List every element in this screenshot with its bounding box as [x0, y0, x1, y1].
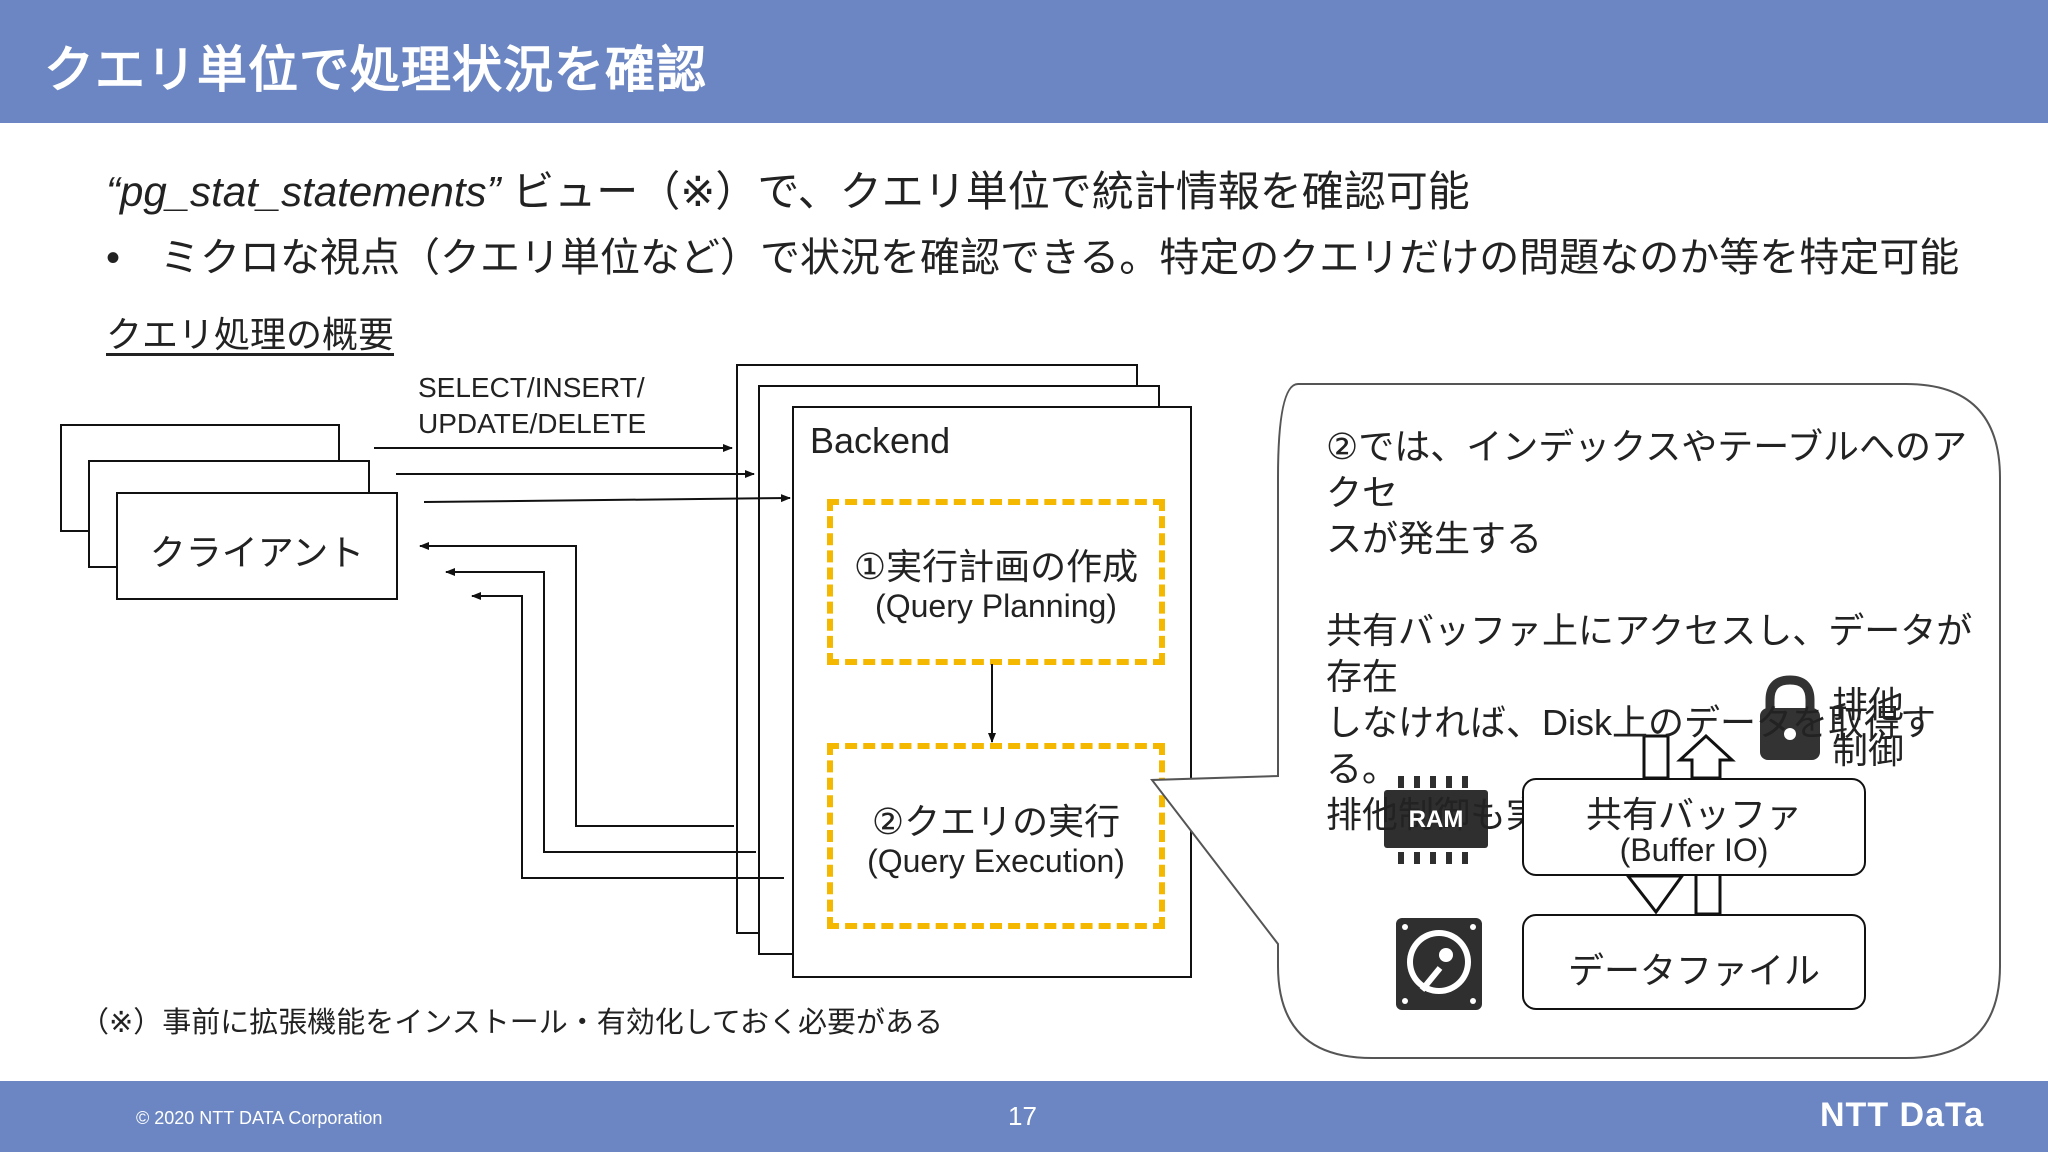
lead-sentence: “pg_stat_statements” ビュー（※）で、クエリ単位で統計情報を… [106, 158, 1470, 219]
response-arrow-1 [419, 542, 734, 827]
bullet-item: • ミクロな視点（クエリ単位など）で状況を確認できる。特定のクエリだけの問題なのか… [106, 225, 1959, 283]
query-planning-box [827, 499, 1165, 665]
diagram-subheading: クエリ処理の概要 [106, 314, 395, 355]
client-label: クライアント [149, 532, 365, 573]
lock-label-line2: 制御 [1832, 730, 1905, 771]
down-arrow-head [1624, 874, 1685, 915]
lock-icon [1760, 675, 1820, 760]
bullet-text: ミクロな視点（クエリ単位など）で状況を確認できる。特定のクエリだけの問題なのか等… [160, 236, 1960, 280]
buffer-sublabel: (Buffer IO) [1619, 832, 1769, 868]
callout-para1-line1: ②では、インデックスやテーブルへのアクセ [1326, 426, 1968, 513]
step1-subtitle: (Query Planning) [875, 588, 1117, 624]
response-arrow-3 [471, 592, 784, 879]
step1-title: ①実行計画の作成 [853, 546, 1139, 587]
ram-icon [1384, 776, 1488, 864]
down-arrow-stem [1642, 734, 1670, 780]
datafile-label: データファイル [1567, 950, 1820, 991]
callout-text: ②では、インデックスやテーブルへのアクセ スが発生する 共有バッファ上にアクセス… [1326, 424, 1986, 838]
request-arrow-3 [423, 494, 791, 503]
ram-label: RAM [1408, 806, 1464, 833]
callout-bubble [1150, 383, 2001, 1059]
backend-label: Backend [810, 420, 951, 461]
lock-label-line1: 排他 [1832, 684, 1905, 725]
callout-para1-line2: スが発生する [1326, 518, 1543, 559]
up-arrow-stem [1694, 872, 1722, 916]
callout-para2-line2: しなければ、Disk上のデータを取得する。 [1326, 702, 1936, 789]
page-number: 17 [1008, 1101, 1037, 1131]
up-arrow-head [1676, 733, 1736, 780]
query-execution-box [827, 743, 1165, 929]
sql-label-line2: UPDATE/DELETE [418, 408, 647, 439]
response-arrow-2 [445, 568, 756, 853]
view-name: “pg_stat_statements” [106, 168, 501, 215]
hard-disk-icon [1396, 918, 1482, 1010]
header-bar [0, 0, 2048, 123]
callout-para2-line1: 共有バッファ上にアクセスし、データが存在 [1326, 610, 1973, 697]
shared-buffer-box: 共有バッファ (Buffer IO) [1522, 778, 1866, 876]
callout-spacer [1326, 562, 1986, 608]
slide-title: クエリ単位で処理状況を確認 [44, 42, 707, 98]
sql-label-line1: SELECT/INSERT/ [418, 372, 645, 403]
datafile-box: データファイル [1522, 914, 1866, 1010]
ntt-data-logo: NTT DaTa [1820, 1096, 1985, 1134]
lead-text: ビュー（※）で、クエリ単位で統計情報を確認可能 [500, 168, 1470, 215]
footnote: （※）事前に拡張機能をインストール・有効化しておく必要がある [80, 1007, 943, 1039]
buffer-label: 共有バッファ [1585, 794, 1802, 835]
step2-title: ②クエリの実行 [871, 801, 1121, 842]
bullet-mark: • [106, 236, 121, 280]
footer-bar [0, 1081, 2048, 1152]
step2-subtitle: (Query Execution) [867, 843, 1125, 879]
copyright: © 2020 NTT DATA Corporation [136, 1108, 383, 1128]
client-box-front: クライアント [116, 492, 398, 600]
